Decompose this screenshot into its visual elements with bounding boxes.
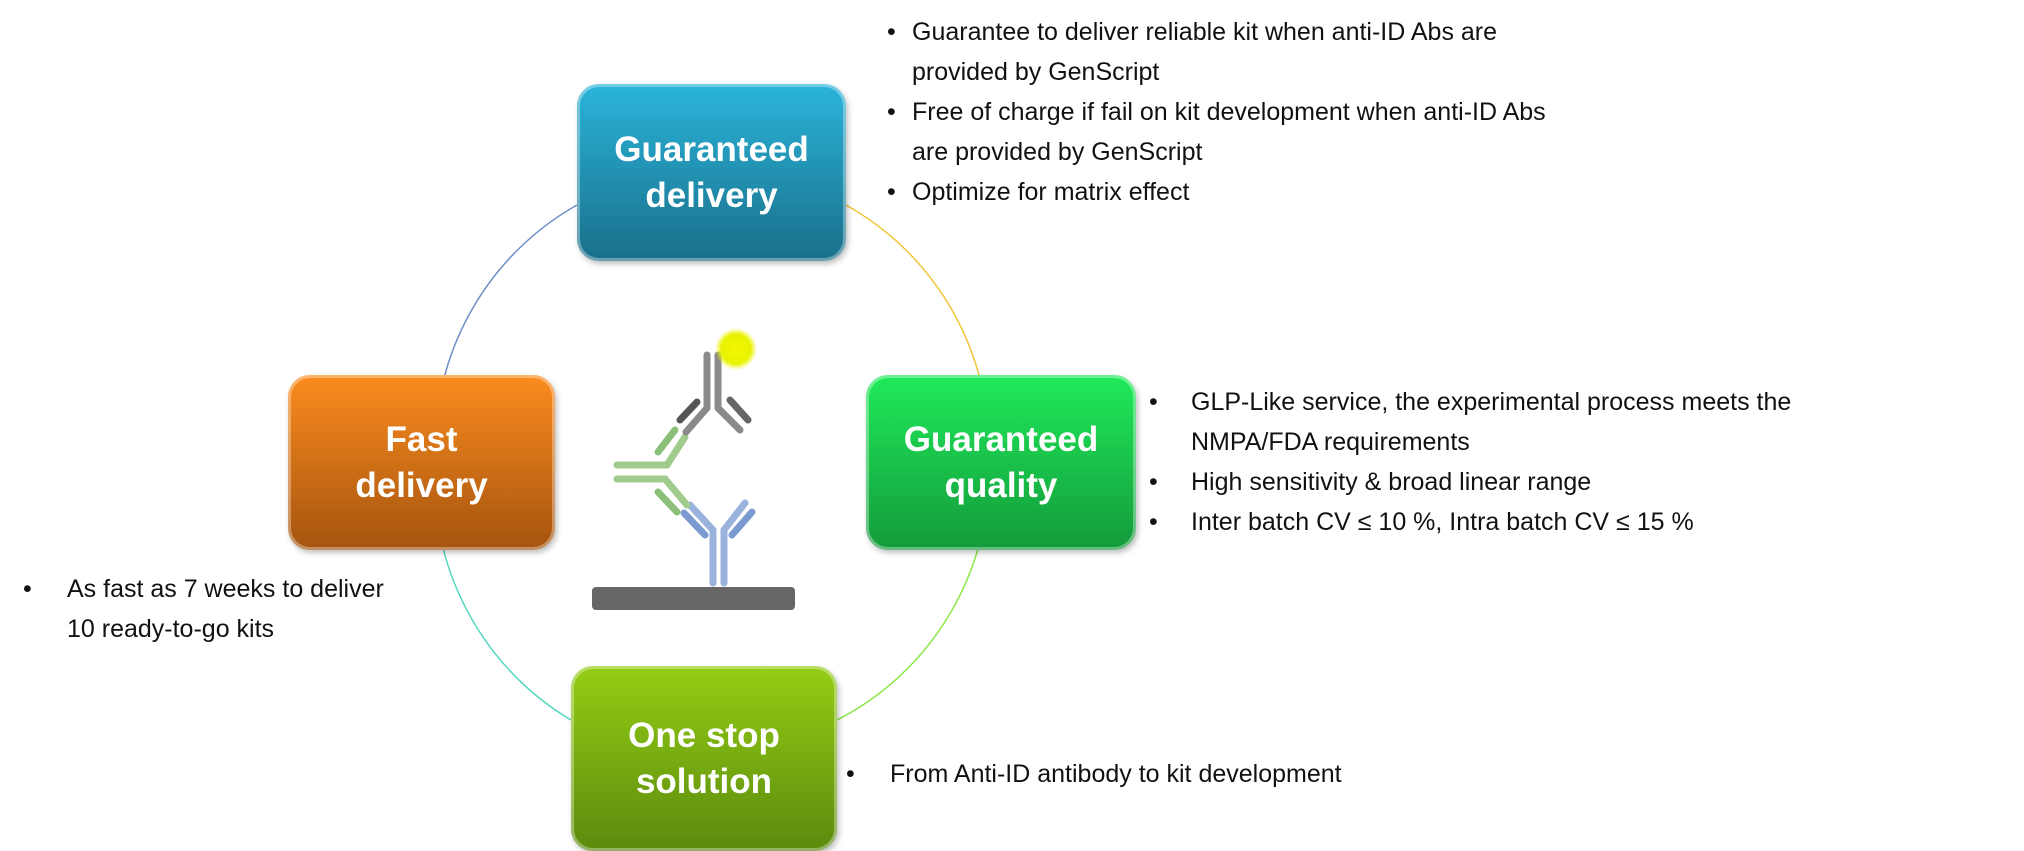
- delivery-points: • Guarantee to deliver reliable kit when …: [887, 12, 1546, 212]
- bullet-item: • Optimize for matrix effect: [887, 172, 1546, 212]
- node-label: quality: [944, 465, 1058, 505]
- bullet-text: From Anti-ID antibody to kit development: [890, 760, 1342, 788]
- one-stop-points: • From Anti-ID antibody to kit developmen…: [846, 754, 1342, 794]
- bullet-text: High sensitivity & broad linear range: [1191, 468, 1592, 496]
- bullet-text: As fast as 7 weeks to deliver: [67, 575, 384, 603]
- node-guaranteed-quality: Guaranteed quality: [866, 375, 1136, 550]
- bullet-icon: •: [887, 98, 896, 126]
- bullet-text: Inter batch CV ≤ 10 %, Intra batch CV ≤ …: [1191, 508, 1694, 536]
- node-label: Guaranteed: [614, 129, 809, 169]
- bullet-icon: •: [1149, 388, 1158, 416]
- detection-antibody: [676, 351, 752, 436]
- bullet-text: Guarantee to deliver reliable kit when a…: [912, 18, 1498, 46]
- bullet-item: • High sensitivity & broad linear range: [1149, 462, 1791, 502]
- fast-delivery-points: • As fast as 7 weeks to deliver 10 ready-t…: [23, 569, 384, 649]
- node-one-stop-solution: One stop solution: [571, 666, 837, 851]
- bullet-item: • Inter batch CV ≤ 10 %, Intra batch CV ≤…: [1149, 502, 1791, 542]
- bullet-icon: •: [1149, 508, 1158, 536]
- node-guaranteed-delivery: Guaranteed delivery: [577, 84, 846, 261]
- bullet-item: • Guarantee to deliver reliable kit when …: [887, 12, 1546, 92]
- bullet-icon: •: [887, 178, 896, 206]
- bullet-item: • As fast as 7 weeks to deliver 10 ready-t…: [23, 569, 384, 649]
- plate: [592, 587, 795, 610]
- node-label: delivery: [355, 465, 488, 505]
- bullet-text: GLP-Like service, the experimental proce…: [1191, 388, 1792, 416]
- bullet-item: • Free of charge if fail on kit developme…: [887, 92, 1546, 172]
- bullet-item: • From Anti-ID antibody to kit developmen…: [846, 754, 1342, 794]
- capture-antibody: [680, 499, 756, 587]
- bullet-text: Optimize for matrix effect: [912, 178, 1190, 206]
- label-dot: [715, 328, 757, 370]
- node-label: Guaranteed: [903, 419, 1099, 459]
- node-label: Fast: [385, 419, 458, 459]
- anti-id-antibody: [613, 426, 691, 516]
- quality-points: • GLP-Like service, the experimental proc…: [1149, 382, 1792, 542]
- bullet-text: are provided by GenScript: [912, 138, 1203, 166]
- node-label: One stop: [628, 715, 780, 755]
- bullet-text: provided by GenScript: [912, 58, 1160, 86]
- node-fast-delivery: Fast delivery: [288, 375, 555, 550]
- bullet-text: Free of charge if fail on kit developmen…: [912, 98, 1546, 126]
- bullet-text: NMPA/FDA requirements: [1191, 428, 1470, 456]
- antibody-sandwich-illustration: [592, 328, 795, 610]
- bullet-item: • GLP-Like service, the experimental proc…: [1149, 382, 1792, 462]
- bullet-text: 10 ready-to-go kits: [67, 615, 275, 643]
- node-label: delivery: [645, 175, 778, 215]
- bullet-icon: •: [846, 760, 855, 788]
- bullet-icon: •: [23, 575, 32, 603]
- bullet-icon: •: [887, 18, 896, 46]
- bullet-icon: •: [1149, 468, 1158, 496]
- node-label: solution: [635, 761, 773, 801]
